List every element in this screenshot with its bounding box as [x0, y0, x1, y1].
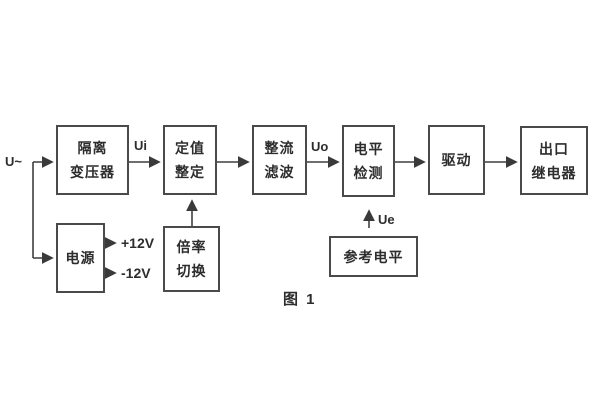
block-label: 检测 — [353, 165, 384, 181]
figure-caption: 图 1 — [283, 291, 317, 308]
block-label: 继电器 — [531, 164, 577, 181]
block-reference-level: 参考电平 — [329, 236, 418, 277]
block-isolation-transformer: 隔离 变压器 — [56, 125, 129, 195]
block-setpoint-setting: 定值 整定 — [163, 125, 217, 195]
block-label: 电源 — [65, 250, 96, 266]
block-label: 切换 — [176, 263, 207, 279]
block-drive: 驱动 — [428, 125, 485, 195]
block-label: 定值 — [175, 140, 205, 156]
label-input-voltage: U~ — [5, 154, 22, 169]
label-plus-12v: +12V — [121, 235, 155, 251]
block-label: 电平 — [353, 141, 384, 157]
block-rectify-filter: 整流 滤波 — [252, 125, 307, 195]
block-label: 倍率 — [176, 239, 207, 255]
label-minus-12v: -12V — [121, 265, 151, 281]
block-label: 出口 — [539, 140, 569, 157]
block-label: 整定 — [175, 164, 205, 180]
block-label: 驱动 — [441, 152, 472, 168]
block-ratio-switch: 倍率 切换 — [163, 226, 220, 292]
block-output-relay: 出口 继电器 — [520, 126, 588, 195]
block-label: 参考电平 — [343, 248, 404, 265]
label-uo: Uo — [311, 139, 329, 154]
block-label: 滤波 — [264, 164, 295, 180]
block-level-detect: 电平 检测 — [342, 125, 395, 197]
label-ui: Ui — [134, 138, 147, 153]
block-label: 隔离 — [77, 140, 108, 156]
label-ue: Ue — [378, 212, 395, 227]
block-label: 变压器 — [70, 164, 115, 180]
block-power-supply: 电源 — [56, 223, 105, 293]
block-label: 整流 — [264, 140, 295, 156]
